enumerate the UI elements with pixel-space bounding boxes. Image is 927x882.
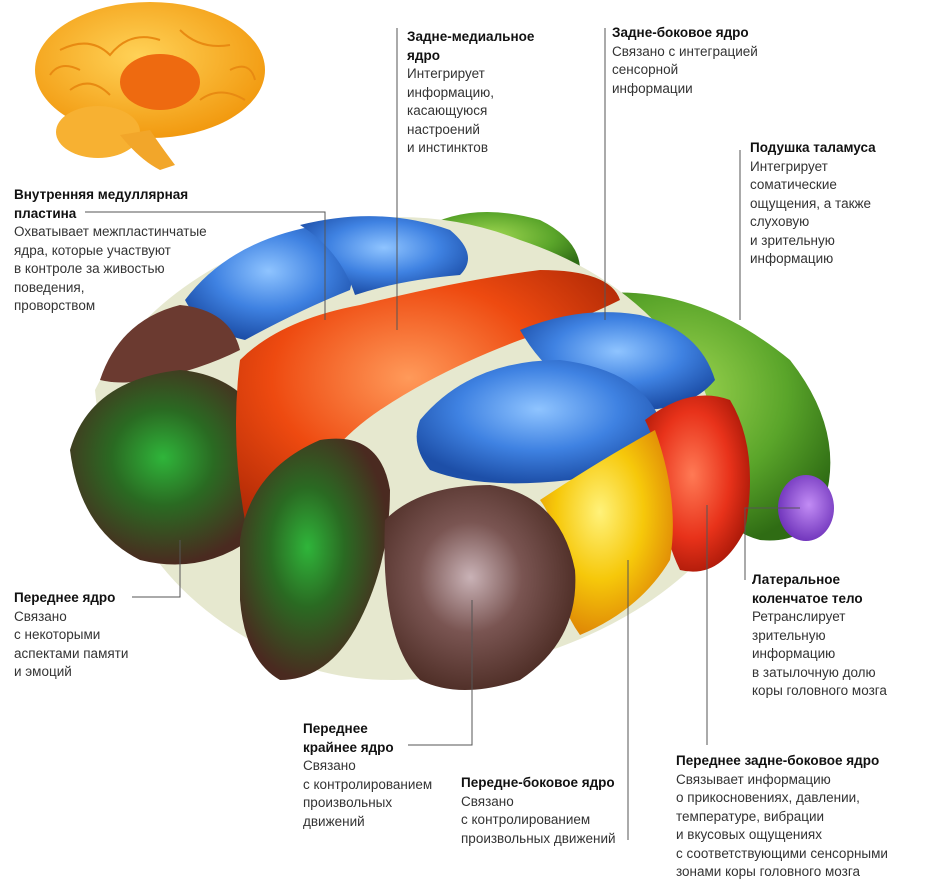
label-mediodorsal-nucleus: Задне-медиальное ядро Интегрирует информ… <box>407 28 534 158</box>
label-description: Связано с контролированием произвольных … <box>303 758 433 829</box>
label-title: Внутренняя медуллярная пластина <box>14 187 189 221</box>
label-ventral-anterior-nucleus: Переднее крайнее ядро Связано с контроли… <box>303 720 432 831</box>
label-title: Латеральное коленчатое тело <box>752 572 863 606</box>
label-description: Интегрирует соматические ощущения, а так… <box>750 158 872 267</box>
leader-ventral-anterior <box>408 600 473 746</box>
label-description: Связано с интеграцией сенсорной информац… <box>612 43 758 96</box>
label-internal-medullary-lamina: Внутренняя медуллярная пластина Охватыва… <box>14 186 207 316</box>
leader-anterior <box>132 540 181 598</box>
label-title: Задне-медиальное ядро <box>407 29 535 63</box>
thalamus-model <box>70 212 834 690</box>
label-ventral-lateral-nucleus: Передне-боковое ядро Связано с контролир… <box>461 774 616 848</box>
label-lateral-dorsal-nucleus: Задне-боковое ядро Связано с интеграцией… <box>612 24 758 98</box>
label-title: Переднее задне-боковое ядро <box>676 753 880 768</box>
label-title: Передне-боковое ядро <box>461 775 615 790</box>
label-title: Подушка таламуса <box>750 140 876 155</box>
leader-lgn <box>744 507 800 580</box>
label-description: Связано с некоторыми аспектами памяти и … <box>14 608 129 680</box>
label-title: Задне-боковое ядро <box>612 25 749 40</box>
brain-thumbnail <box>35 2 265 170</box>
label-description: Связывает информацию о прикосновениях, д… <box>676 771 888 880</box>
label-description: Связано с контролированием произвольных … <box>461 793 616 846</box>
label-title: Переднее крайнее ядро <box>303 721 394 755</box>
label-title: Переднее ядро <box>14 590 116 605</box>
label-ventral-posterior-nucleus: Переднее задне-боковое ядро Связывает ин… <box>676 752 888 882</box>
label-pulvinar: Подушка таламуса Интегрирует соматически… <box>750 139 876 269</box>
leader-internal-lamina <box>85 211 326 320</box>
label-description: Ретранслирует зрительную информацию в за… <box>752 609 887 698</box>
label-anterior-nucleus: Переднее ядро Связано с некоторыми аспек… <box>14 589 128 682</box>
label-description: Охватывает межпластинчатые ядра, которые… <box>14 224 207 313</box>
leader-lines <box>85 28 800 840</box>
label-lateral-geniculate-body: Латеральное коленчатое тело Ретранслируе… <box>752 571 887 701</box>
label-description: Интегрирует информацию, касающуюся настр… <box>407 66 495 155</box>
